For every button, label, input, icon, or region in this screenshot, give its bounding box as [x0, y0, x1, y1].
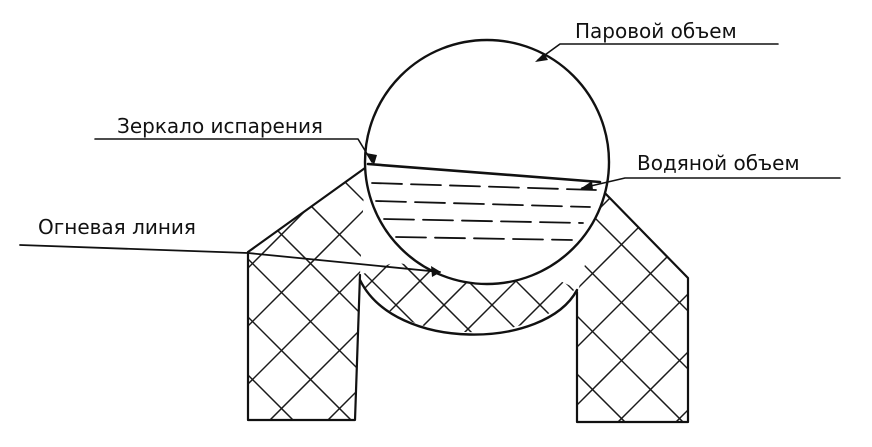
hatch-stroke: [250, 255, 350, 355]
label-evaporation-mirror: Зеркало испарения: [117, 114, 323, 138]
hatch-stroke: [613, 160, 872, 425]
hatch-stroke: [789, 180, 872, 425]
hatch-stroke: [577, 188, 687, 422]
leader-lines: [94, 43, 841, 190]
hatch-stroke: [731, 180, 872, 425]
boiler-drum: [363, 38, 611, 286]
hatch-stroke: [248, 168, 365, 420]
evaporation-mirror-leader: [94, 138, 373, 163]
hatch-stroke: [682, 255, 782, 355]
steam-volume-leader: [537, 43, 779, 61]
drum-shell: [363, 38, 611, 286]
label-fire-line: Огневая линия: [38, 215, 196, 239]
steam-volume-arrow: [535, 53, 548, 62]
hatch-stroke: [682, 255, 782, 355]
hatch-stroke: [248, 168, 365, 420]
water-volume-dashes: [371, 182, 597, 241]
hatch-stroke: [672, 188, 688, 422]
hatch-stroke: [0, 160, 240, 425]
hatch-stroke: [847, 180, 872, 425]
hatch-stroke: [789, 180, 872, 425]
left-wall-outline: [246, 166, 367, 422]
right-wall-outline: [575, 186, 690, 424]
bottom-lining-outline: [358, 278, 579, 336]
hatch-stroke: [264, 168, 365, 420]
label-steam-volume: Паровой объем: [575, 19, 737, 43]
water-volume-arrow: [580, 181, 593, 190]
water-level-line: [366, 162, 602, 184]
hatch-stroke: [248, 168, 357, 420]
hatch-stroke: [0, 160, 240, 425]
hatch-stroke: [250, 255, 350, 355]
evaporation-mirror-arrow: [366, 153, 377, 165]
hatch-stroke: [577, 188, 629, 422]
hatch-stroke: [577, 188, 688, 422]
fire-line-arrow: [431, 266, 441, 277]
hatch-stroke: [614, 188, 688, 422]
hatch-stroke: [634, 255, 734, 355]
hatch-stroke: [731, 180, 872, 425]
hatch-stroke: [847, 180, 872, 425]
hatch-stroke: [634, 255, 734, 355]
water-volume-leader: [581, 177, 841, 189]
hatch-stroke: [672, 188, 688, 422]
hatch-stroke: [360, 262, 399, 333]
hatch-stroke: [613, 160, 872, 425]
fire-line-pointer: [19, 244, 441, 273]
label-water-volume: Водяной объем: [637, 151, 800, 175]
hatch-stroke: [248, 168, 299, 420]
hatch-stroke: [577, 188, 688, 422]
